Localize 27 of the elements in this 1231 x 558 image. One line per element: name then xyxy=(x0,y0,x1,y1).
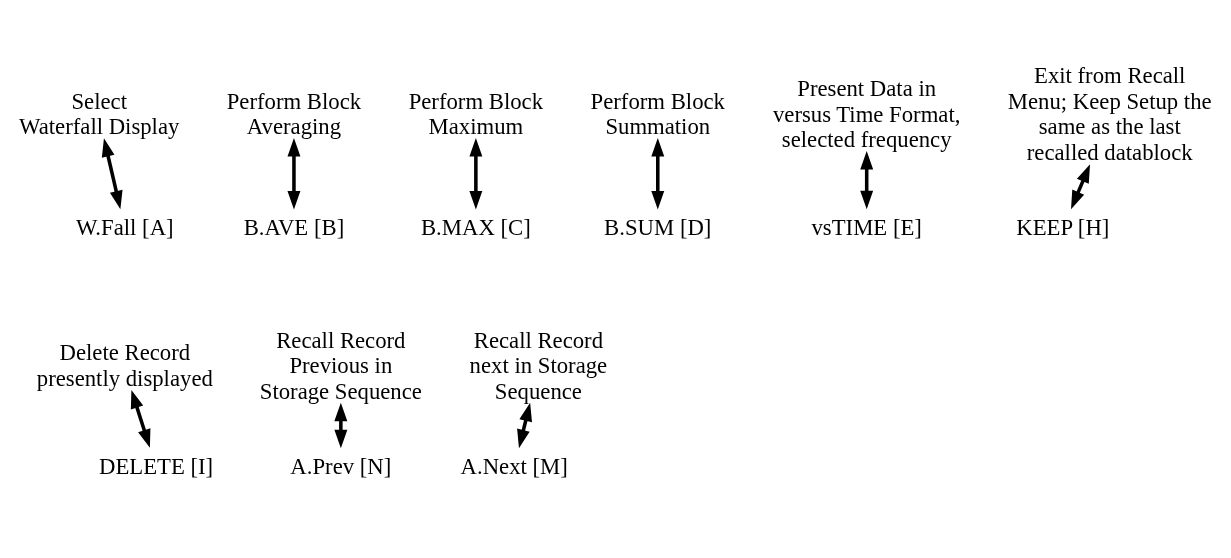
node-text: A.Prev [N] xyxy=(290,454,392,480)
node-text: B.MAX [C] xyxy=(420,215,531,241)
arrow xyxy=(287,138,301,210)
node-text: B.SUM [D] xyxy=(604,215,712,241)
arrow xyxy=(1071,164,1091,210)
node-text: B.AVE [B] xyxy=(243,215,345,241)
node-text: Delete Record presently displayed xyxy=(36,340,213,392)
arrow xyxy=(101,138,123,210)
arrow xyxy=(130,389,151,448)
arrow xyxy=(860,151,874,210)
node-text: Recall Record Previous in Storage Sequence xyxy=(259,327,422,404)
node-text: W.Fall [A] xyxy=(76,215,174,241)
node-text: Present Data in versus Time Format, selected frequency xyxy=(772,76,961,153)
node-text: Recall Record next in Storage Sequence xyxy=(469,327,608,404)
node-text: DELETE [I] xyxy=(99,454,214,480)
node-text: Exit from Recall Menu; Keep Setup the same as the last recalled datablock xyxy=(1007,63,1212,166)
arrow xyxy=(334,402,348,449)
node-text: A.Next [M] xyxy=(460,454,568,480)
node-text: KEEP [H] xyxy=(1016,215,1110,241)
arrow xyxy=(469,138,483,210)
node-text: Select Waterfall Display xyxy=(19,88,180,140)
node-text: Perform Block Averaging xyxy=(226,88,362,140)
node-text: vsTIME [E] xyxy=(811,215,922,241)
node-text: Perform Block Maximum xyxy=(408,88,544,140)
arrow xyxy=(651,138,665,210)
arrow xyxy=(517,402,532,449)
node-text: Perform Block Summation xyxy=(590,88,725,140)
